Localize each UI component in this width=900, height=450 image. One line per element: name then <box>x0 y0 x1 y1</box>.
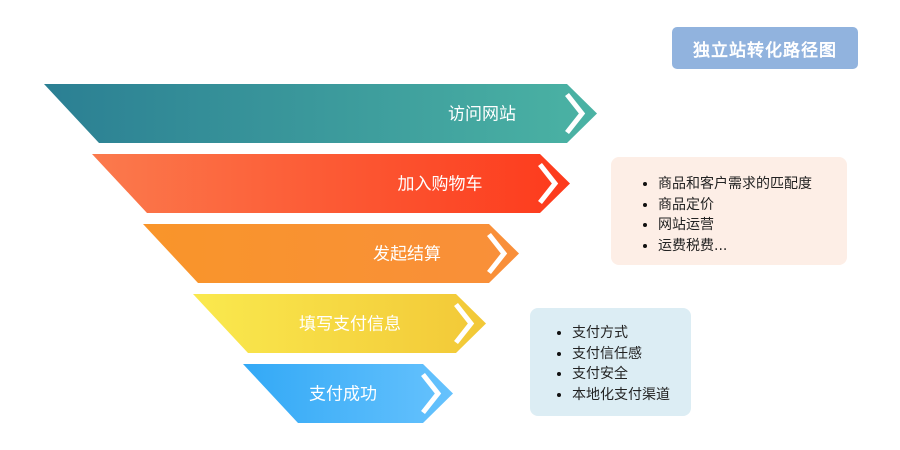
funnel-stage-band <box>44 84 597 143</box>
funnel-stage-band <box>143 224 519 283</box>
funnel-stage: 访问网站 <box>44 84 597 143</box>
chevron-right-icon <box>565 92 586 135</box>
funnel-stage-label: 支付成功 <box>309 385 377 405</box>
funnel-stage: 填写支付信息 <box>193 294 486 353</box>
funnel-stage-label: 填写支付信息 <box>299 315 401 335</box>
note-box-payment-factors: 支付方式 支付信任感 支付安全 本地化支付渠道 <box>530 308 691 416</box>
funnel-stage: 支付成功 <box>243 364 453 423</box>
note-item: 支付信任感 <box>572 344 691 365</box>
funnel-stage-label: 访问网站 <box>448 105 516 125</box>
note-item: 商品定价 <box>658 195 847 216</box>
funnel-stage-band <box>243 364 453 423</box>
chevron-right-icon <box>421 372 442 415</box>
chevron-right-icon <box>454 302 475 345</box>
note-item: 商品和客户需求的匹配度 <box>658 174 847 195</box>
funnel-stage: 加入购物车 <box>92 154 570 213</box>
chevron-right-icon <box>538 162 559 205</box>
note-item: 运费税费... <box>658 236 847 257</box>
note-item: 网站运营 <box>658 215 847 236</box>
note-item: 本地化支付渠道 <box>572 385 691 406</box>
funnel-stage-label: 发起结算 <box>373 245 441 265</box>
diagram-title: 独立站转化路径图 <box>672 27 858 69</box>
note-item: 支付方式 <box>572 323 691 344</box>
funnel-stage-label: 加入购物车 <box>398 175 483 195</box>
funnel-stage-band <box>193 294 486 353</box>
chevron-right-icon <box>487 232 508 275</box>
note-item: 支付安全 <box>572 364 691 385</box>
funnel-stage: 发起结算 <box>143 224 519 283</box>
funnel-stage-band <box>92 154 570 213</box>
note-box-cart-factors: 商品和客户需求的匹配度 商品定价 网站运营 运费税费... <box>611 157 847 265</box>
